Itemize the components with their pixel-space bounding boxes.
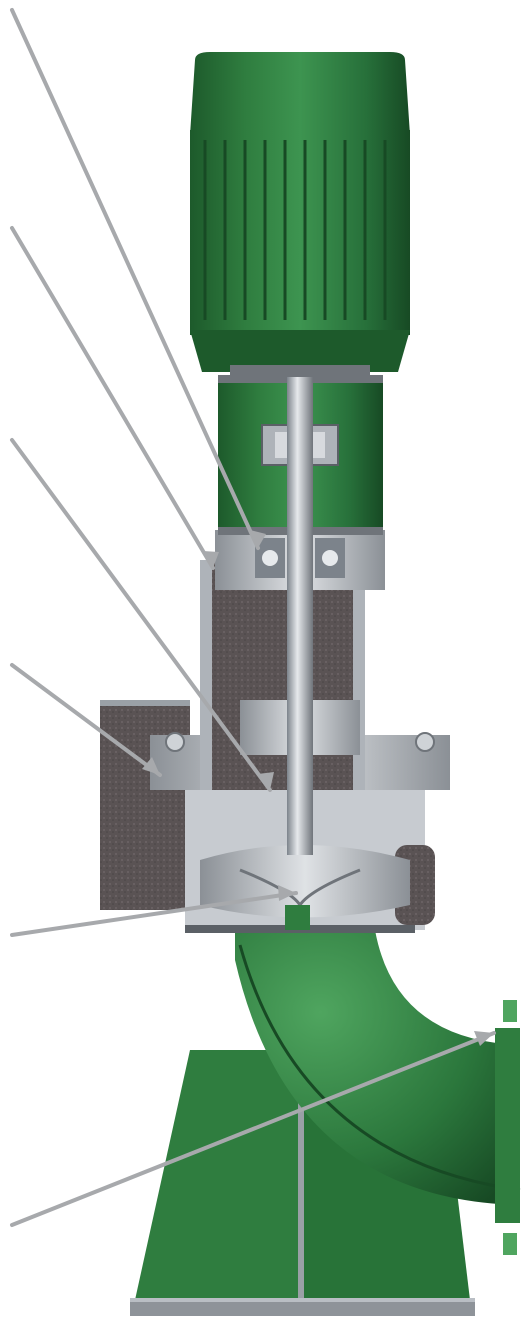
pump-shaft	[287, 360, 313, 855]
motor-cooling-fins	[203, 140, 387, 320]
callout-line-1	[10, 8, 266, 550]
callout-line-6	[10, 1031, 496, 1227]
callout-leaders	[10, 8, 496, 1227]
callout-line-4	[10, 663, 162, 777]
discharge-elbow	[235, 930, 521, 1255]
callout-line-3	[10, 438, 274, 792]
callout-line-2	[10, 226, 219, 570]
callout-line-5	[10, 885, 298, 937]
motor-housing	[190, 52, 410, 377]
